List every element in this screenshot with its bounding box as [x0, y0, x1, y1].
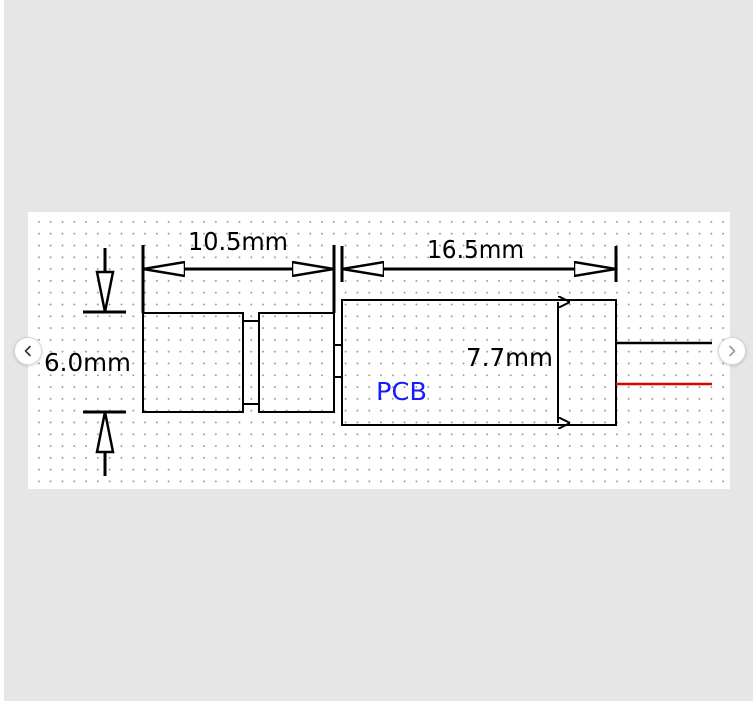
dimension-drawing: 10.5mm 16.5mm 6.0mm 7.7mm PCB	[44, 227, 712, 476]
chevron-right-icon	[729, 345, 736, 357]
dimension-label-height-right: 7.7mm	[466, 343, 553, 372]
gallery-next-button[interactable]	[718, 337, 746, 365]
chevron-left-icon	[24, 345, 31, 357]
product-image: 10.5mm 16.5mm 6.0mm 7.7mm PCB	[28, 212, 730, 489]
dimension-length-left	[141, 245, 336, 313]
dimension-length-right	[340, 246, 618, 282]
dimension-label-length-right: 16.5mm	[427, 235, 524, 264]
page-edge	[0, 0, 4, 701]
battery-body	[142, 312, 343, 413]
dimension-label-height-left: 6.0mm	[44, 348, 131, 377]
dimension-label-length-left: 10.5mm	[188, 227, 288, 256]
pcb-label: PCB	[376, 377, 427, 406]
gallery-prev-button[interactable]	[14, 337, 42, 365]
dimension-height-left	[83, 248, 126, 476]
pcb-module	[341, 299, 617, 426]
